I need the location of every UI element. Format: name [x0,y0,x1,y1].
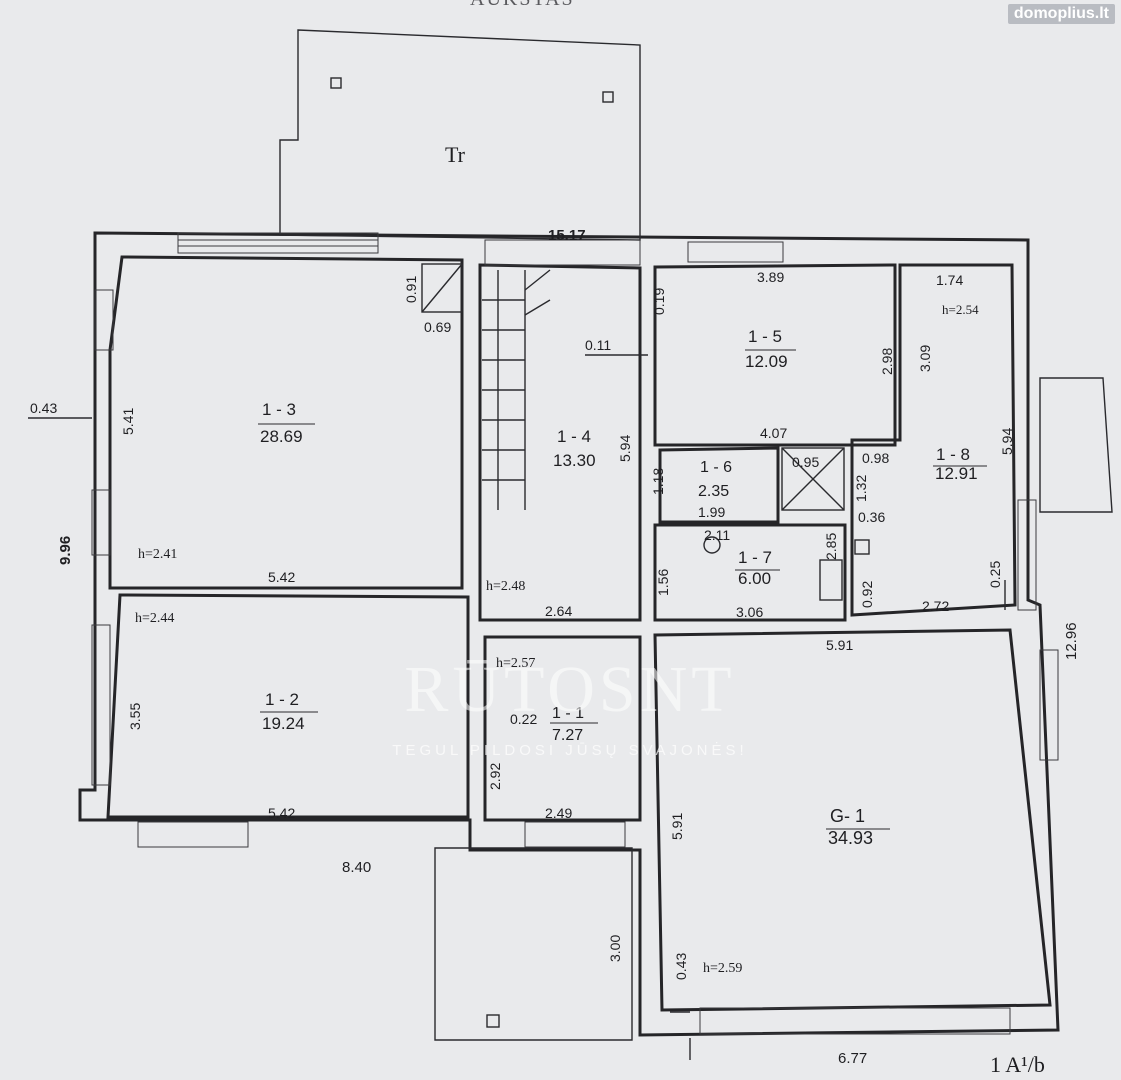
dimension-label: 2.64 [545,603,572,619]
room-area: 28.69 [260,427,303,446]
room-1-2: 1 - 2 19.24 h=2.44 [135,611,318,733]
room-height: h=2.41 [138,547,177,562]
room-area: 6.00 [738,569,771,588]
dimension-label: 3.55 [127,703,143,730]
dimension-label: 0.19 [651,288,667,315]
dimension-label: 2.85 [823,533,839,560]
dimension-label: 3.06 [736,604,763,620]
dimension-label: 0.43 [30,400,57,416]
dimension-label: 5.94 [617,435,633,462]
header-text: AUKŠTAS [470,0,575,11]
watermark-brand: RŪTOSNT [404,653,736,726]
dimension-label: 2.92 [487,763,503,790]
room-area: 12.09 [745,352,788,371]
room-area: 34.93 [828,828,873,848]
dimension-label: 0.95 [792,454,819,470]
room-area: 13.30 [553,451,596,470]
site-badge[interactable]: domoplius.lt [1007,4,1115,24]
dimension-label: 2.49 [545,805,572,821]
dimension-label: 8.40 [342,859,371,876]
room-1-4: 1 - 4 13.30 h=2.48 [486,427,596,594]
room-id: 1 - 8 [936,445,970,464]
room-height: h=2.48 [486,579,525,594]
room-1-1: 1 - 1 7.27 h=2.57 [496,656,598,744]
room-1-8: 1 - 8 12.91 h=2.54 [933,302,987,483]
staircase [482,269,551,510]
dimension-label: 1.74 [936,272,963,288]
room-height: h=2.44 [135,611,174,626]
dimension-label: 0.43 [673,953,689,980]
dimension-label: 0.91 [403,276,419,303]
room-id: 1 - 2 [265,690,299,709]
room-g-1: G- 1 34.93 h=2.59 [703,806,890,976]
dimension-label: 12.96 [1063,622,1080,660]
dimension-label: 0.36 [858,509,885,525]
dimension-label: 5.94 [999,428,1015,455]
room-height: h=2.57 [496,656,535,671]
dimension-label: 4.07 [760,425,787,441]
room-id: 1 - 1 [552,705,584,722]
room-height: h=2.59 [703,961,742,976]
room-1-3: 1 - 3 28.69 h=2.41 [138,400,315,562]
room-1-5: 1 - 5 12.09 [745,327,796,371]
dimension-label: 2.11 [704,527,730,543]
room-id: 1 - 7 [738,548,772,567]
outer-walls [28,29,1113,1060]
dimension-label: 0.25 [987,561,1003,588]
room-id: 1 - 6 [700,459,732,476]
dimension-label: 5.91 [669,813,685,840]
dimension-label: 1.32 [853,475,869,502]
dimension-label: 1.56 [655,569,671,596]
dimension-label: 1.18 [650,468,666,495]
dimension-label: 3.89 [757,269,784,285]
dimension-label: 0.92 [859,581,875,608]
dimension-label: 0.22 [510,711,537,727]
dimension-label: 5.41 [120,408,136,435]
room-id: 1 - 3 [262,400,296,419]
dimension-label: 5.91 [826,637,853,653]
dimension-label: 2.98 [879,348,895,375]
terrace-label: Tr [445,142,466,167]
dimension-label: 0.69 [424,319,451,335]
dimension-label: 1.99 [698,504,725,520]
room-area: 12.91 [935,464,978,483]
room-area: 19.24 [262,714,305,733]
sheet-label: 1 A¹/b [990,1052,1045,1077]
room-id: 1 - 5 [748,327,782,346]
dimension-label: 15.17 [548,227,586,244]
dimension-label: 3.09 [917,345,933,372]
dimension-label: 5.42 [268,805,295,821]
dimension-label: 6.77 [838,1050,867,1067]
room-area: 2.35 [698,483,729,500]
room-1-7: 1 - 7 6.00 [735,548,780,588]
room-1-6: 1 - 6 2.35 [698,459,732,500]
room-id: G- 1 [830,806,865,826]
dimension-label: 9.96 [57,536,74,565]
dimension-labels: 15.17 9.96 12.96 8.40 6.77 0.43 5.41 5.4… [30,227,1080,1067]
watermark-slogan: TEGUL PILDOSI JŪSŲ SVAJONĖS! [392,742,748,759]
room-id: 1 - 4 [557,427,591,446]
dimension-label: 3.00 [607,935,623,962]
dimension-label: 2.72 [922,598,949,614]
room-area: 7.27 [552,727,583,744]
dimension-label: 5.42 [268,569,295,585]
dimension-label: 0.11 [585,337,611,353]
room-height: h=2.54 [942,302,979,317]
dimension-label: 0.98 [862,450,889,466]
